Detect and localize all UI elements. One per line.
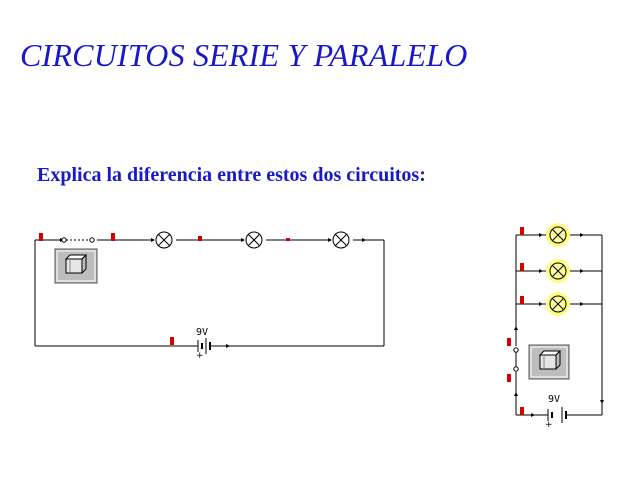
parallel-lamp-1-icon <box>546 223 570 247</box>
parallel-battery-label: 9V <box>548 394 560 405</box>
series-battery-icon: + <box>194 338 230 361</box>
parallel-switch-icon[interactable] <box>528 344 570 380</box>
slide-subtitle: Explica la diferencia entre estos dos ci… <box>37 164 426 186</box>
slide-title: CIRCUITOS SERIE Y PARALELO <box>20 37 468 73</box>
series-switch-icon[interactable] <box>54 248 98 284</box>
series-switch-contacts <box>61 237 95 243</box>
series-probe-markers <box>39 233 290 345</box>
series-lamp-3-icon <box>332 231 350 249</box>
parallel-battery-icon: + <box>531 407 573 430</box>
series-battery-label: 9V <box>196 327 208 338</box>
parallel-current-arrows <box>514 233 604 404</box>
series-lamp-1-icon <box>155 231 173 249</box>
svg-text:+: + <box>196 351 204 361</box>
parallel-probe-markers <box>507 227 524 415</box>
svg-text:+: + <box>545 420 553 430</box>
series-lamp-2-icon <box>245 231 263 249</box>
parallel-lamp-2-icon <box>546 259 570 283</box>
parallel-lamp-3-icon <box>546 292 570 316</box>
parallel-switch-contacts <box>513 347 519 372</box>
series-wires <box>34 239 385 347</box>
